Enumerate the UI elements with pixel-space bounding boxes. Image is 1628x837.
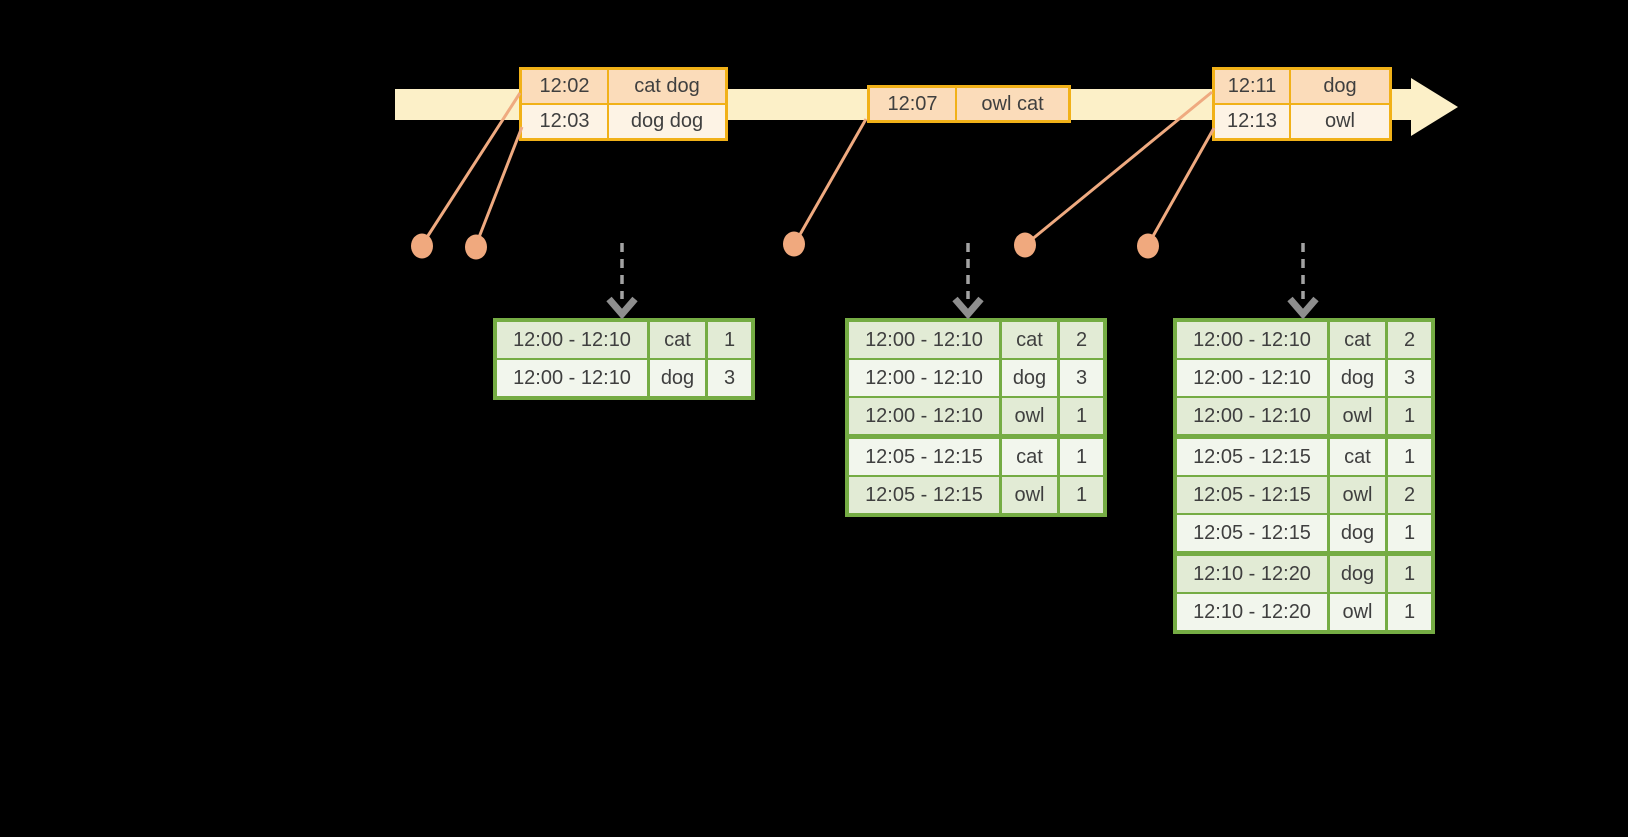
word-cell: dog: [1330, 360, 1385, 396]
event-words-cell: dog dog: [609, 105, 725, 138]
word-cell: owl: [1330, 477, 1385, 513]
word-cell: dog: [650, 360, 705, 396]
window-cell: 12:00 - 12:10: [1177, 360, 1327, 396]
event-time-cell: 12:02: [522, 70, 607, 103]
event-time-cell: 12:13: [1215, 105, 1289, 138]
count-cell: 1: [1060, 477, 1103, 513]
event-words-cell: owl cat: [957, 88, 1068, 120]
trigger-arrowhead-icon: [606, 296, 638, 320]
window-cell: 12:00 - 12:10: [497, 360, 647, 396]
word-cell: owl: [1002, 477, 1057, 513]
count-cell: 3: [1060, 360, 1103, 396]
window-cell: 12:00 - 12:10: [849, 322, 999, 358]
window-cell: 12:00 - 12:10: [1177, 398, 1327, 434]
window-cell: 12:00 - 12:10: [849, 398, 999, 434]
count-cell: 1: [1388, 398, 1431, 434]
count-cell: 3: [1388, 360, 1431, 396]
word-cell: dog: [1002, 360, 1057, 396]
count-cell: 1: [708, 322, 751, 358]
word-cell: cat: [1002, 439, 1057, 475]
count-cell: 1: [1388, 439, 1431, 475]
word-cell: owl: [1330, 398, 1385, 434]
window-cell: 12:05 - 12:15: [849, 439, 999, 475]
window-cell: 12:10 - 12:20: [1177, 594, 1327, 630]
timeline-arrowhead-icon: [1411, 78, 1458, 136]
count-cell: 1: [1060, 398, 1103, 434]
word-cell: cat: [1330, 322, 1385, 358]
count-cell: 3: [708, 360, 751, 396]
count-cell: 1: [1388, 594, 1431, 630]
count-cell: 1: [1388, 556, 1431, 592]
event-dot: [465, 234, 487, 260]
event-connector-line: [792, 118, 868, 246]
word-cell: cat: [1330, 439, 1385, 475]
event-words-cell: dog: [1291, 70, 1389, 103]
event-dot: [411, 233, 433, 259]
window-cell: 12:00 - 12:10: [1177, 322, 1327, 358]
event-time-cell: 12:07: [870, 88, 955, 120]
word-cell: cat: [650, 322, 705, 358]
event-dot: [1014, 232, 1036, 258]
event-time-cell: 12:03: [522, 105, 607, 138]
count-cell: 2: [1060, 322, 1103, 358]
event-connector-line: [1146, 127, 1216, 246]
count-cell: 2: [1388, 477, 1431, 513]
window-cell: 12:05 - 12:15: [1177, 515, 1327, 551]
window-cell: 12:10 - 12:20: [1177, 556, 1327, 592]
trigger-arrowhead-icon: [1287, 296, 1319, 320]
count-cell: 2: [1388, 322, 1431, 358]
word-cell: owl: [1002, 398, 1057, 434]
event-time-cell: 12:11: [1215, 70, 1289, 103]
window-cell: 12:05 - 12:15: [849, 477, 999, 513]
window-cell: 12:05 - 12:15: [1177, 477, 1327, 513]
event-words-cell: cat dog: [609, 70, 725, 103]
word-cell: owl: [1330, 594, 1385, 630]
count-cell: 1: [1060, 439, 1103, 475]
count-cell: 1: [1388, 515, 1431, 551]
event-dot: [1137, 233, 1159, 259]
trigger-arrowhead-icon: [952, 296, 984, 320]
event-words-cell: owl: [1291, 105, 1389, 138]
event-connector-line: [474, 126, 524, 246]
window-cell: 12:00 - 12:10: [849, 360, 999, 396]
event-dot: [783, 231, 805, 257]
window-cell: 12:00 - 12:10: [497, 322, 647, 358]
word-cell: dog: [1330, 556, 1385, 592]
word-cell: cat: [1002, 322, 1057, 358]
window-cell: 12:05 - 12:15: [1177, 439, 1327, 475]
word-cell: dog: [1330, 515, 1385, 551]
